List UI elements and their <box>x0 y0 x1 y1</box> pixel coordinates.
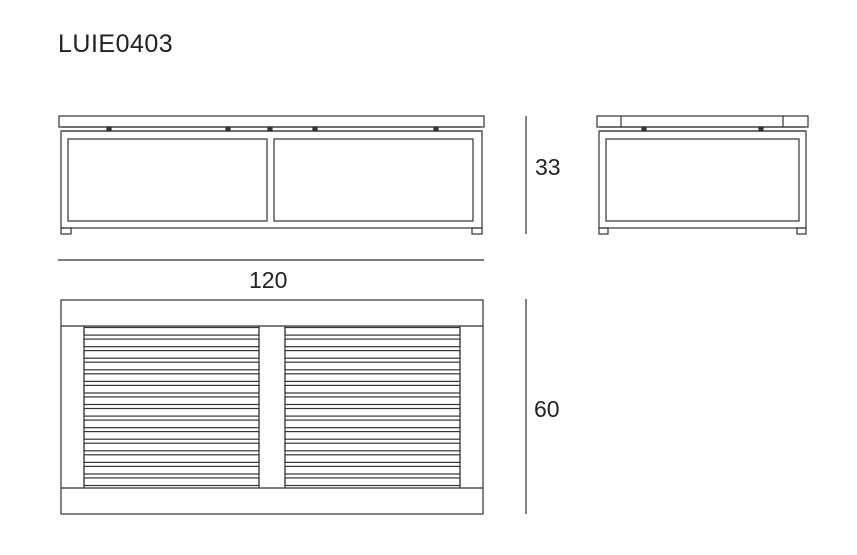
slat <box>284 442 461 452</box>
slat <box>83 419 260 429</box>
slat <box>284 431 461 440</box>
side-frame <box>598 130 807 229</box>
front-top-board <box>58 115 485 128</box>
side-panel <box>605 138 800 222</box>
slat <box>284 350 461 359</box>
front-frame <box>60 130 483 229</box>
slat <box>284 477 461 487</box>
slat <box>284 384 461 394</box>
front-panel-right <box>273 138 474 222</box>
front-leg-right <box>471 227 483 235</box>
slat <box>83 338 260 348</box>
slat <box>284 465 461 475</box>
slat <box>83 373 260 382</box>
depth-dimension-label: 60 <box>534 396 560 422</box>
front-fixing-marks <box>106 126 439 132</box>
slat <box>83 431 260 440</box>
top-plan <box>60 299 484 515</box>
front-leg-left <box>60 227 72 235</box>
slat <box>83 407 260 417</box>
slat <box>83 326 260 336</box>
slat <box>83 396 260 406</box>
front-elevation <box>58 115 485 235</box>
slat <box>284 361 461 371</box>
side-elevation <box>596 115 809 235</box>
slat <box>83 442 260 452</box>
width-dimension-label: 120 <box>249 267 288 293</box>
slat <box>83 454 260 463</box>
side-leg-right <box>796 227 807 235</box>
height-dimension-label: 33 <box>535 154 561 180</box>
front-panel-left <box>67 138 268 222</box>
slat <box>284 326 461 336</box>
plan-slats-right <box>284 326 461 487</box>
slat <box>284 396 461 406</box>
slat <box>83 384 260 394</box>
slat <box>83 477 260 487</box>
slat <box>83 361 260 371</box>
slat <box>284 373 461 382</box>
slat <box>284 338 461 348</box>
plan-slats-left <box>83 326 260 487</box>
slat <box>284 454 461 463</box>
slat <box>83 465 260 475</box>
product-code: LUIE0403 <box>58 30 174 58</box>
slat <box>83 350 260 359</box>
plan-outer-frame <box>60 299 484 515</box>
side-top-board <box>596 115 809 128</box>
slat <box>284 419 461 429</box>
slat <box>284 407 461 417</box>
side-leg-left <box>598 227 609 235</box>
